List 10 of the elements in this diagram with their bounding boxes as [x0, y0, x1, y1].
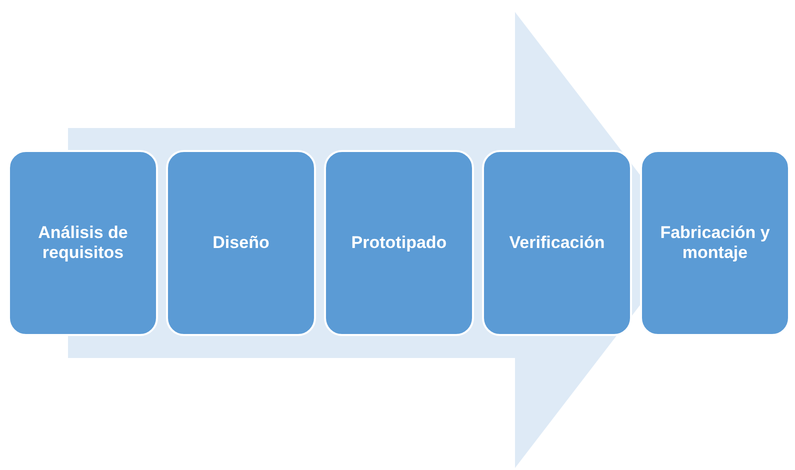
step-label: Fabricación y montaje: [659, 223, 771, 263]
step-label: Diseño: [212, 233, 270, 253]
process-box: [166, 150, 316, 336]
process-box: [482, 150, 632, 336]
process-box: [640, 150, 790, 336]
process-box: [324, 150, 474, 336]
process-box: [8, 150, 158, 336]
step-label: Prototipado: [350, 233, 448, 253]
step-label: Verificación: [508, 233, 606, 253]
step-label: Análisis de requisitos: [37, 223, 129, 263]
